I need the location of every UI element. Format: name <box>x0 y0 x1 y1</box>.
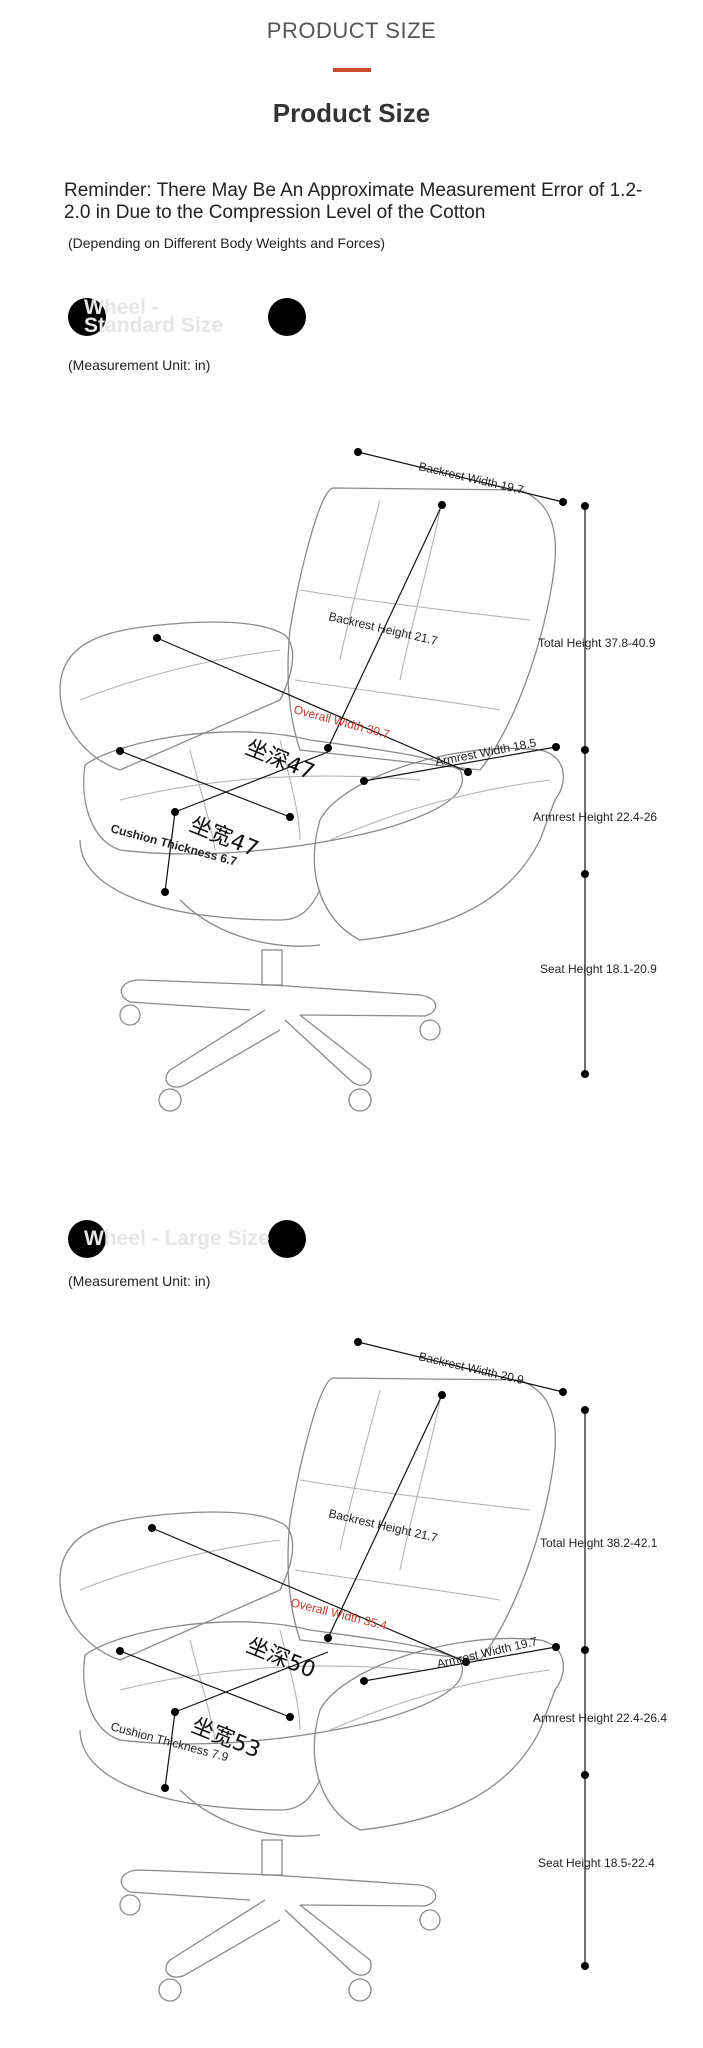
label-backrest-width: Backrest Width 20.9 <box>417 1349 525 1387</box>
chair-dimension-diagram-standard: Backrest Width 19.7 Backrest Height 21.7… <box>59 448 657 1112</box>
chair-outline <box>59 1377 564 2002</box>
section-title: Wheel - Large Size <box>84 1227 270 1250</box>
label-armrest-height: Armrest Height 22.4-26 <box>533 810 657 824</box>
section-header-standard: Wheel - Standard Size <box>68 296 308 338</box>
measurement-unit: (Measurement Unit: in) <box>68 357 211 373</box>
measurement-unit: (Measurement Unit: in) <box>68 1273 211 1289</box>
reminder-text: Reminder: There May Be An Approximate Me… <box>64 180 643 223</box>
label-seat-height: Seat Height 18.5-22.4 <box>538 1856 655 1870</box>
label-overall-width: Overall Width 30.7 <box>292 702 391 741</box>
label-total-height: Total Height 37.8-40.9 <box>538 636 656 650</box>
label-seat-height: Seat Height 18.1-20.9 <box>540 962 657 976</box>
section-dot-right <box>268 298 306 336</box>
label-seat-depth: 坐深47 <box>242 735 318 785</box>
dimension-labels: Backrest Width 19.7 Backrest Height 21.7… <box>109 459 657 976</box>
label-overall-width: Overall Width 35.4 <box>289 1595 388 1633</box>
section-header-large: Wheel - Large Size <box>68 1220 308 1260</box>
label-armrest-height: Armrest Height 22.4-26.4 <box>533 1711 667 1725</box>
label-backrest-height: Backrest Height 21.7 <box>327 1506 439 1545</box>
section-dot-right <box>268 1220 306 1258</box>
section-title: Wheel - Standard Size <box>84 296 223 337</box>
label-backrest-width: Backrest Width 19.7 <box>417 459 525 497</box>
measurement-lines <box>116 1338 589 1970</box>
title-accent-bar <box>333 68 371 72</box>
chair-dimension-diagram-large: Backrest Width 20.9 Backrest Height 21.7… <box>59 1338 667 2002</box>
page-title: Product Size <box>272 98 431 128</box>
section-dot-left <box>68 298 106 336</box>
measurement-lines <box>116 448 589 1078</box>
page-top-title: PRODUCT SIZE <box>266 18 437 43</box>
chair-outline <box>59 487 564 1112</box>
section-dot-left <box>68 1220 106 1258</box>
label-armrest-width: Armrest Width 18.5 <box>434 736 538 769</box>
dimension-labels: Backrest Width 20.9 Backrest Height 21.7… <box>109 1349 667 1870</box>
label-total-height: Total Height 38.2-42.1 <box>540 1536 658 1550</box>
reminder-subtext: (Depending on Different Body Weights and… <box>68 235 385 251</box>
